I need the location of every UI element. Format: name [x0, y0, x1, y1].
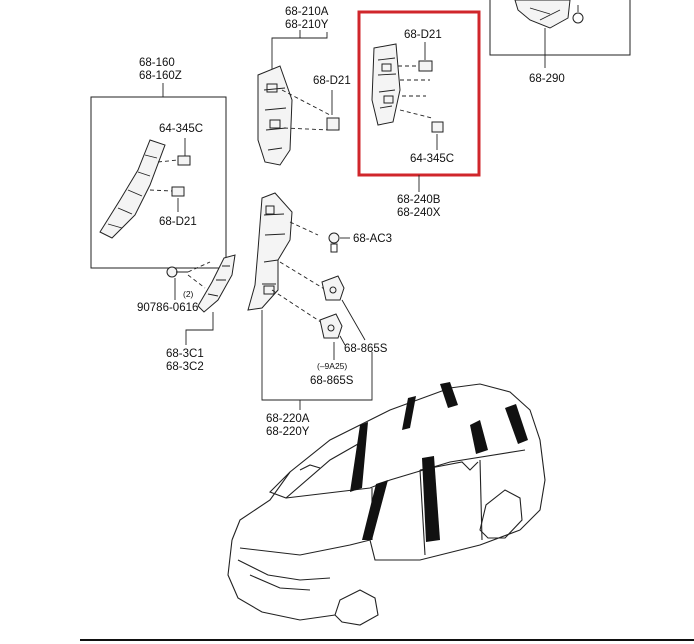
b-pillar-trim [247, 192, 293, 311]
label-68-290: 68-290 [529, 73, 565, 85]
label-68-865s-b: 68-865S [310, 375, 354, 387]
label-68-160: 68-160 [139, 57, 175, 69]
clip-345c-box-icon [431, 121, 444, 133]
anchor-865s-lower [319, 313, 343, 339]
c-pillar-upper-shade [440, 382, 458, 408]
label-68-210a: 68-210A [285, 6, 329, 18]
part-160-group: 68-160 68-160Z 64-345C 68-D21 [90, 57, 227, 269]
part-240-group: 68-D21 64-345C 68-240B 68-240X [357, 10, 481, 219]
label-68-d21-mid: 68-D21 [313, 75, 351, 87]
label-68-d21-left: 68-D21 [159, 216, 197, 228]
anchor-865s-upper [321, 275, 345, 301]
part-220-group: 68-AC3 68-865S (–9A25) 68-865S 68-220A 6… [247, 192, 392, 438]
rear-wheel [479, 489, 523, 539]
label-9a25: (–9A25) [317, 361, 347, 371]
part-210-group: 68-210A 68-210Y 68-D21 [257, 6, 351, 166]
label-68-ac3: 68-AC3 [353, 233, 392, 245]
lower-trim-3c [197, 254, 236, 313]
clip-d21-left-icon [171, 186, 185, 197]
a-pillar-lower-shade [362, 480, 388, 540]
label-68-220a: 68-220A [266, 413, 310, 425]
screw-icon [328, 232, 340, 244]
label-68-240b: 68-240B [397, 194, 441, 206]
part-3c-group: (2) 90786-0616 68-3C1 68-3C2 [137, 254, 236, 373]
a-pillar-shade [350, 422, 368, 492]
trim-panel-240 [371, 43, 401, 126]
label-bolt-qty: (2) [183, 289, 194, 299]
front-wheel [334, 589, 379, 626]
label-64-345c-box: 64-345C [410, 153, 454, 165]
clip-d21-box-icon [418, 60, 433, 72]
label-68-3c1: 68-3C1 [166, 348, 204, 360]
label-68-240x: 68-240X [397, 207, 441, 219]
label-68-210y: 68-210Y [285, 19, 329, 31]
label-68-865s-a: 68-865S [344, 343, 388, 355]
clip-d21-mid-icon [326, 117, 340, 131]
label-68-d21-box: 68-D21 [404, 29, 442, 41]
label-64-345c-left: 64-345C [159, 123, 203, 135]
part-290-group: 68-290 [489, 0, 631, 85]
label-68-220y: 68-220Y [266, 426, 310, 438]
c-pillar-shade [470, 420, 488, 454]
d-pillar-shade [505, 404, 528, 444]
trim-panel-210 [257, 65, 293, 166]
a-pillar-trim [99, 139, 166, 239]
minivan-illustration [227, 382, 546, 626]
label-68-3c2: 68-3C2 [166, 361, 204, 373]
label-90786-0616: 90786-0616 [137, 302, 198, 314]
bolt-icon [166, 266, 178, 278]
b-pillar-shade [422, 456, 440, 542]
b-pillar-upper-shade [402, 396, 416, 430]
label-68-160z: 68-160Z [139, 70, 182, 82]
clip-345c-left-icon [177, 155, 191, 166]
clip-icon [572, 12, 584, 24]
